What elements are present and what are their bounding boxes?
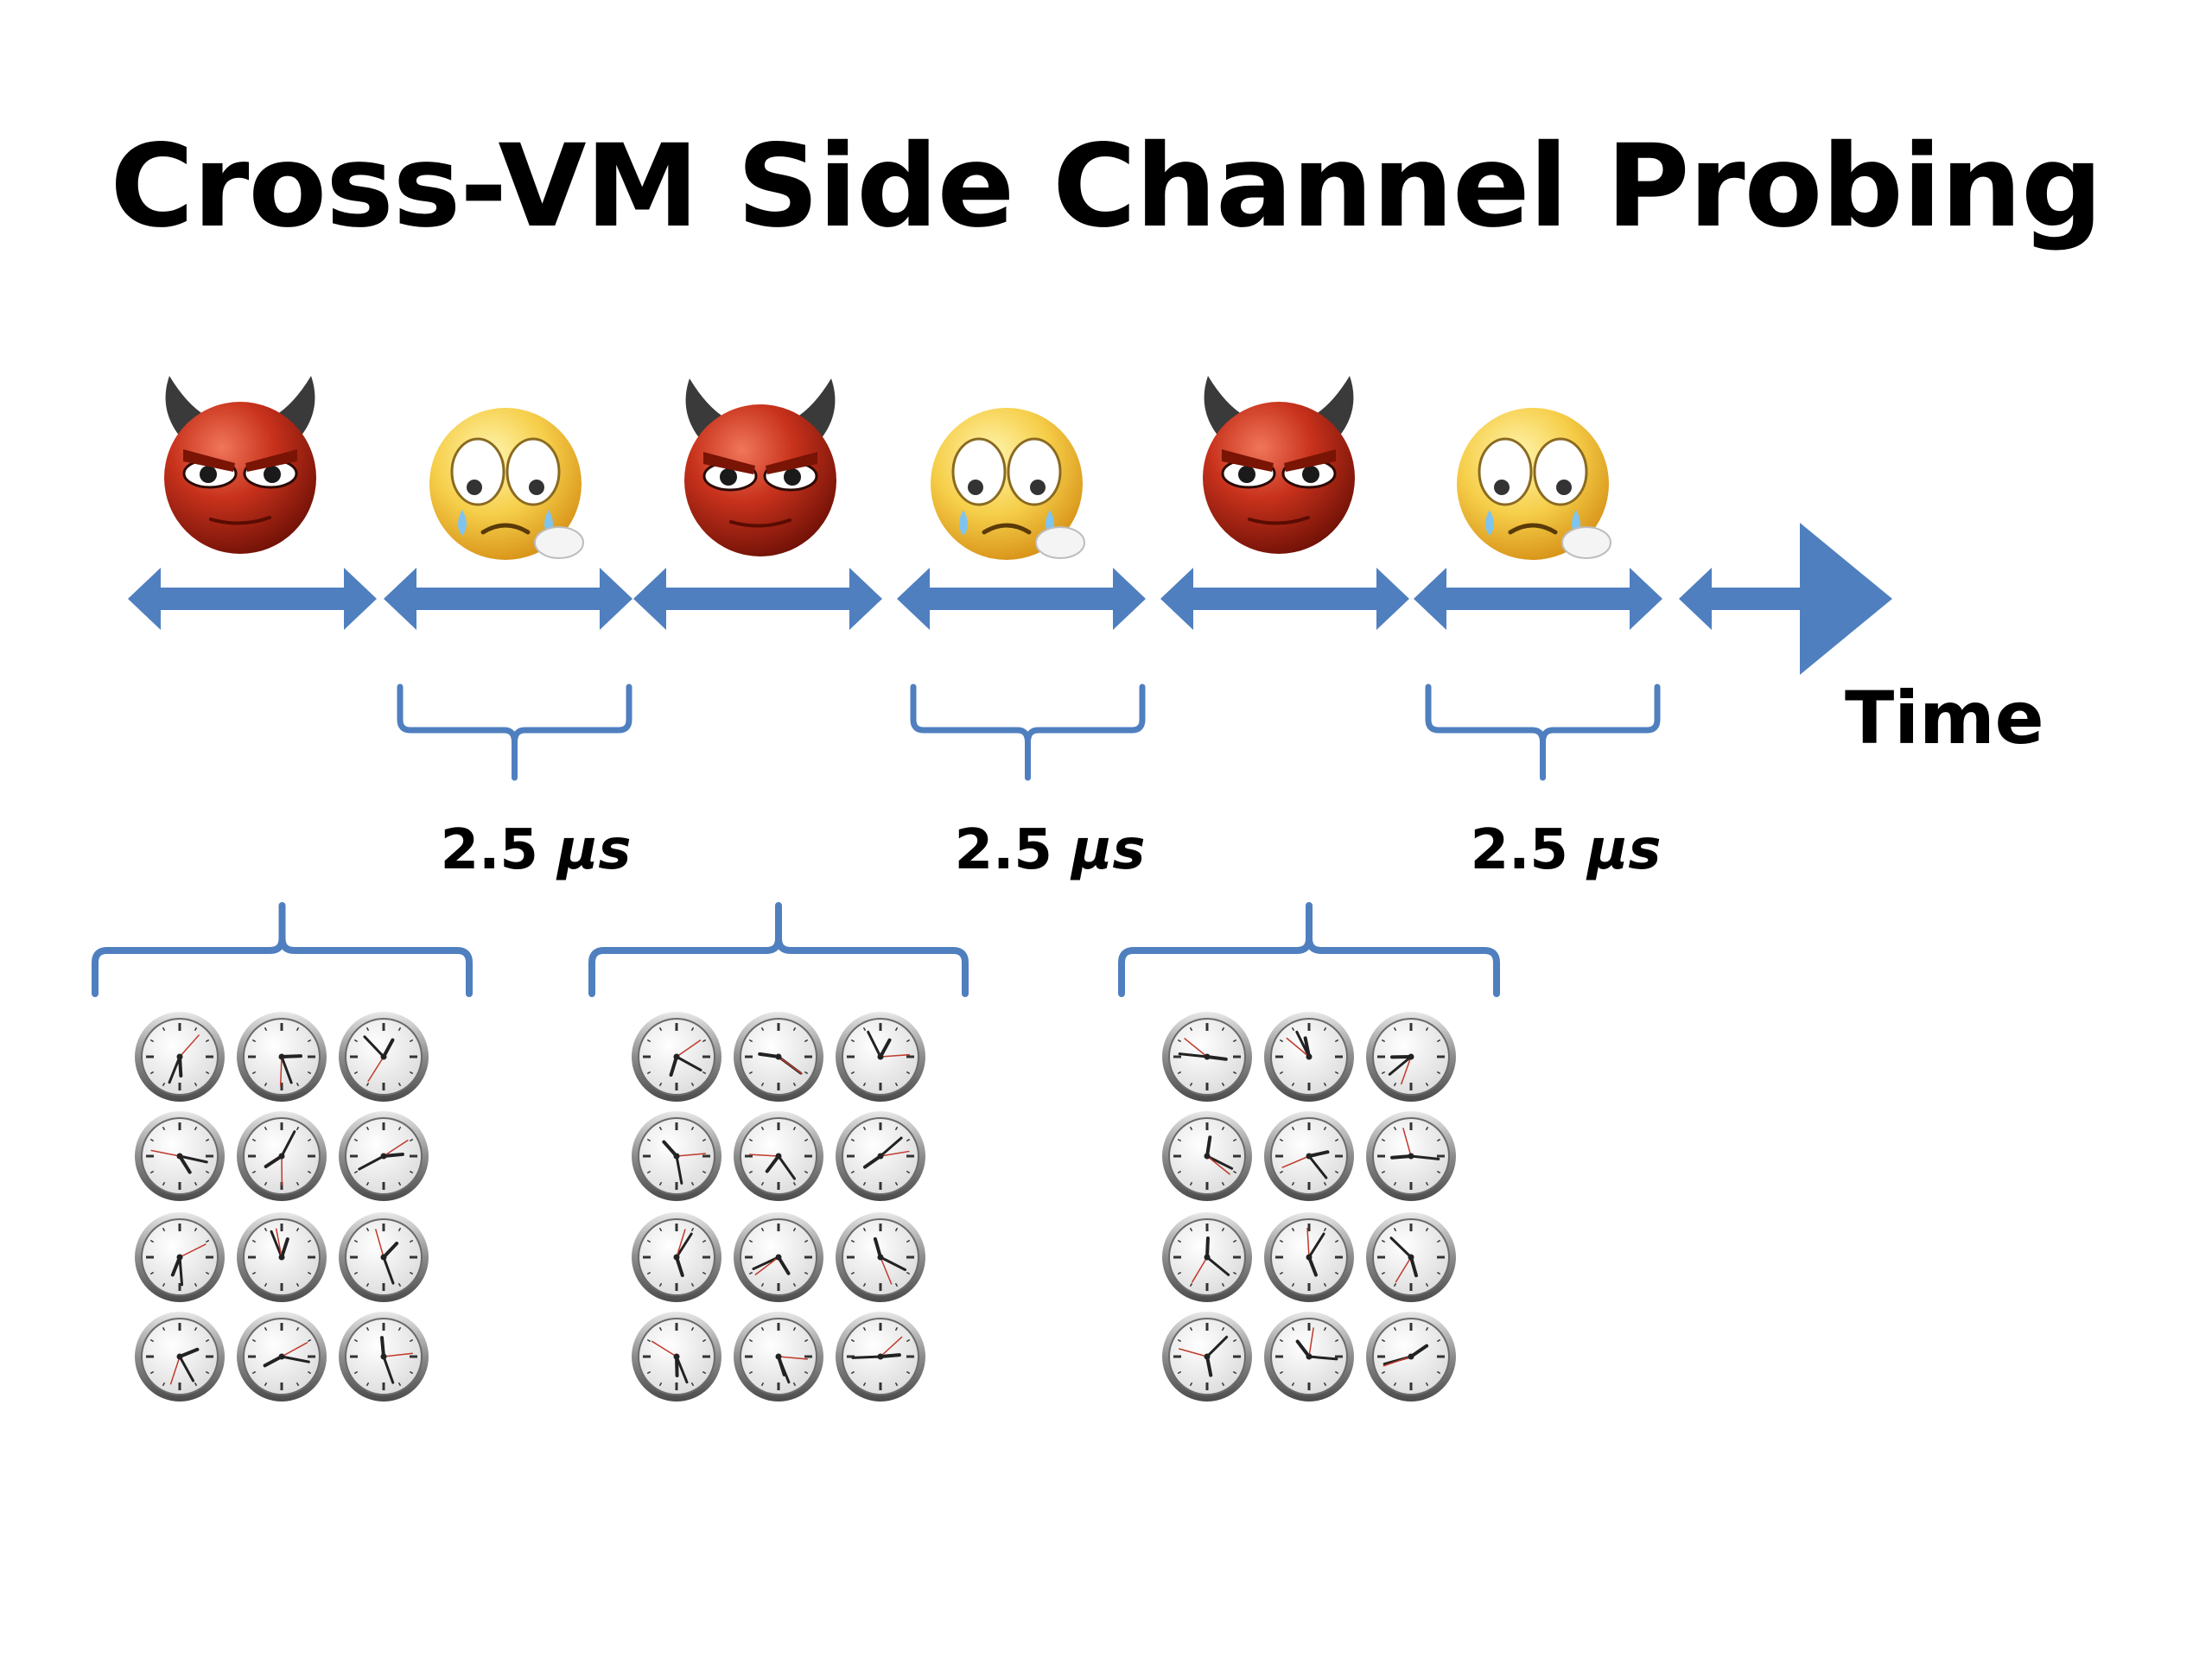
clock-icon — [734, 1012, 823, 1102]
timeline-segment — [384, 568, 632, 630]
timeline-segment — [633, 568, 882, 630]
clock-icon — [237, 1212, 327, 1302]
clock-icon — [734, 1212, 823, 1302]
interval-duration-label: 2.5 µs — [955, 818, 1146, 882]
interval-brace-layer — [92, 683, 1661, 997]
clock-icon — [1162, 1312, 1252, 1402]
clock-icon — [734, 1111, 823, 1201]
crying-face-icon — [429, 408, 584, 560]
clock-icon — [1264, 1012, 1354, 1102]
time-arrow-layer — [128, 523, 1892, 675]
timeline-segment — [897, 568, 1146, 630]
interval-label-layer: 2.5 µs 2.5 µs 2.5 µs — [441, 818, 1662, 882]
clock-icon — [1264, 1111, 1354, 1201]
clock-icon — [237, 1012, 327, 1102]
clock-group-brace — [92, 902, 473, 997]
crying-face-icon — [931, 408, 1085, 560]
clock-icon — [1264, 1312, 1354, 1402]
interval-brace — [397, 683, 632, 781]
clock-icon — [237, 1312, 327, 1402]
clock-icon — [836, 1312, 925, 1402]
devil-face-icon — [164, 376, 316, 554]
clock-icon — [836, 1111, 925, 1201]
timeline-segment — [1160, 568, 1409, 630]
clock-group-brace — [1118, 902, 1500, 997]
actor-icon-layer — [164, 376, 1611, 560]
clock-icon — [339, 1212, 429, 1302]
time-arrow-head — [1679, 523, 1892, 675]
clock-grid-layer — [135, 1012, 1456, 1402]
interval-duration-label: 2.5 µs — [441, 818, 632, 882]
clock-icon — [135, 1012, 225, 1102]
clock-icon — [734, 1312, 823, 1402]
clock-icon — [632, 1312, 721, 1402]
clock-icon — [237, 1111, 327, 1201]
clock-icon — [632, 1012, 721, 1102]
clock-group-brace — [588, 902, 969, 997]
clock-icon — [1366, 1312, 1456, 1402]
time-axis-label: Time — [1845, 676, 2044, 760]
clock-icon — [632, 1212, 721, 1302]
devil-face-icon — [1203, 376, 1355, 554]
clock-icon — [836, 1012, 925, 1102]
clock-icon — [836, 1212, 925, 1302]
interval-brace — [1425, 683, 1661, 781]
clock-icon — [135, 1312, 225, 1402]
clock-icon — [339, 1012, 429, 1102]
clock-icon — [1366, 1111, 1456, 1201]
clock-icon — [632, 1111, 721, 1201]
clock-icon — [339, 1111, 429, 1201]
interval-brace — [910, 683, 1146, 781]
timeline-segment — [128, 568, 377, 630]
clock-icon — [1264, 1212, 1354, 1302]
crying-face-icon — [1457, 408, 1611, 560]
clock-icon — [1162, 1212, 1252, 1302]
clock-icon — [339, 1312, 429, 1402]
clock-icon — [135, 1212, 225, 1302]
clock-icon — [135, 1111, 225, 1201]
timeline-segment — [1414, 568, 1662, 630]
devil-face-icon — [684, 378, 836, 556]
clock-icon — [1162, 1111, 1252, 1201]
clock-icon — [1162, 1012, 1252, 1102]
interval-duration-label: 2.5 µs — [1471, 818, 1662, 882]
page-title: Cross-VM Side Channel Probing — [110, 120, 2102, 253]
clock-icon — [1366, 1212, 1456, 1302]
clock-icon — [1366, 1012, 1456, 1102]
